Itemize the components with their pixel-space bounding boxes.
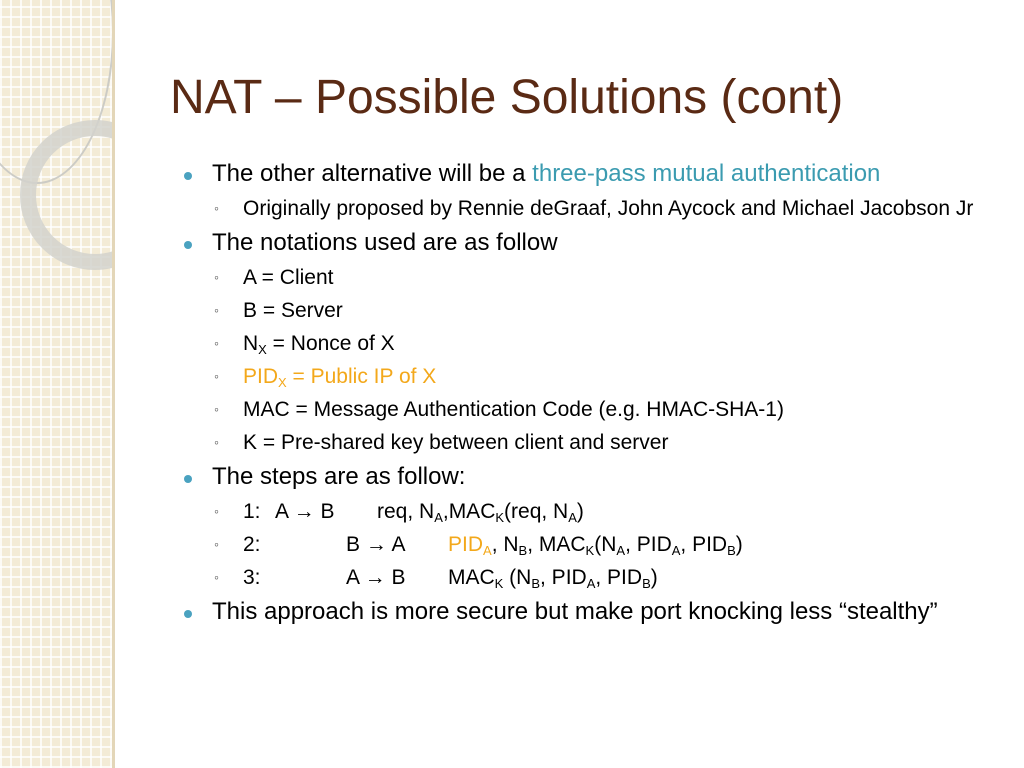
- notation-text: K = Pre-shared key between client and se…: [243, 431, 669, 454]
- step-message: MACK (NB, PIDA, PIDB): [448, 566, 658, 591]
- circle-bullet-icon: ◦: [214, 536, 219, 552]
- notation-main: N: [243, 332, 259, 355]
- notation-text: MAC = Message Authentication Code (e.g. …: [243, 398, 784, 421]
- notation-text: A = Client: [243, 266, 334, 289]
- slide-content: The other alternative will be a three-pa…: [180, 160, 1000, 634]
- circle-bullet-icon: ◦: [214, 434, 219, 450]
- circle-bullet-icon: ◦: [214, 569, 219, 585]
- bullet-text: This approach is more secure but make po…: [212, 598, 938, 625]
- notation-item: ◦ NX = Nonce of X: [180, 331, 1000, 356]
- circle-bullet-icon: ◦: [214, 368, 219, 384]
- notation-subscript: X: [258, 342, 267, 357]
- bullet-dot-icon: [184, 475, 192, 483]
- step-direction: A → B: [346, 566, 406, 589]
- circle-bullet-icon: ◦: [214, 269, 219, 285]
- sub-bullet-text: Originally proposed by Rennie deGraaf, J…: [243, 197, 974, 220]
- bullet-text: The other alternative will be a: [212, 160, 533, 187]
- circle-bullet-icon: ◦: [214, 503, 219, 519]
- step-message: PIDA, NB, MACK(NA, PIDA, PIDB): [448, 533, 743, 558]
- circle-bullet-icon: ◦: [214, 302, 219, 318]
- slide-title: NAT – Possible Solutions (cont): [170, 71, 844, 124]
- bullet-text: The notations used are as follow: [212, 229, 558, 256]
- notation-rest: = Nonce of X: [266, 332, 395, 355]
- bullet-item: This approach is more secure but make po…: [180, 598, 1000, 626]
- notation-item: ◦ B = Server: [180, 298, 1000, 323]
- notation-main: PID: [243, 365, 279, 388]
- step-item: ◦ 1: A → B req, NA,MACK(req, NA): [180, 499, 1000, 524]
- notation-item: ◦ K = Pre-shared key between client and …: [180, 430, 1000, 455]
- step-item: ◦ 2: B → A PIDA, NB, MACK(NA, PIDA, PIDB): [180, 532, 1000, 557]
- sub-bullet-item: ◦ Originally proposed by Rennie deGraaf,…: [180, 196, 1000, 221]
- step-item: ◦ 3: A → B MACK (NB, PIDA, PIDB): [180, 565, 1000, 590]
- notation-item-highlight: ◦ PIDX = Public IP of X: [180, 364, 1000, 389]
- sidebar-decoration: [0, 0, 112, 768]
- step-direction: A → B: [275, 500, 335, 523]
- bullet-dot-icon: [184, 172, 192, 180]
- sidebar-divider: [112, 0, 115, 768]
- step-direction: B → A: [346, 533, 406, 556]
- bullet-dot-icon: [184, 241, 192, 249]
- notation-item: ◦ A = Client: [180, 265, 1000, 290]
- step-number: 2:: [243, 533, 261, 556]
- bullet-text: The steps are as follow:: [212, 463, 466, 490]
- bullet-dot-icon: [184, 610, 192, 618]
- step-message: req, NA,MACK(req, NA): [377, 500, 584, 525]
- notation-subscript: X: [278, 375, 287, 390]
- bullet-item: The notations used are as follow: [180, 229, 1000, 257]
- bullet-item: The steps are as follow:: [180, 463, 1000, 491]
- circle-bullet-icon: ◦: [214, 335, 219, 351]
- circle-bullet-icon: ◦: [214, 401, 219, 417]
- step-number: 1:: [243, 500, 261, 523]
- bullet-item: The other alternative will be a three-pa…: [180, 160, 1000, 188]
- notation-rest: = Public IP of X: [286, 365, 437, 388]
- notation-text: B = Server: [243, 299, 343, 322]
- circle-bullet-icon: ◦: [214, 200, 219, 216]
- highlight-text: three-pass mutual authentication: [532, 160, 881, 187]
- step-number: 3:: [243, 566, 261, 589]
- notation-item: ◦ MAC = Message Authentication Code (e.g…: [180, 397, 1000, 422]
